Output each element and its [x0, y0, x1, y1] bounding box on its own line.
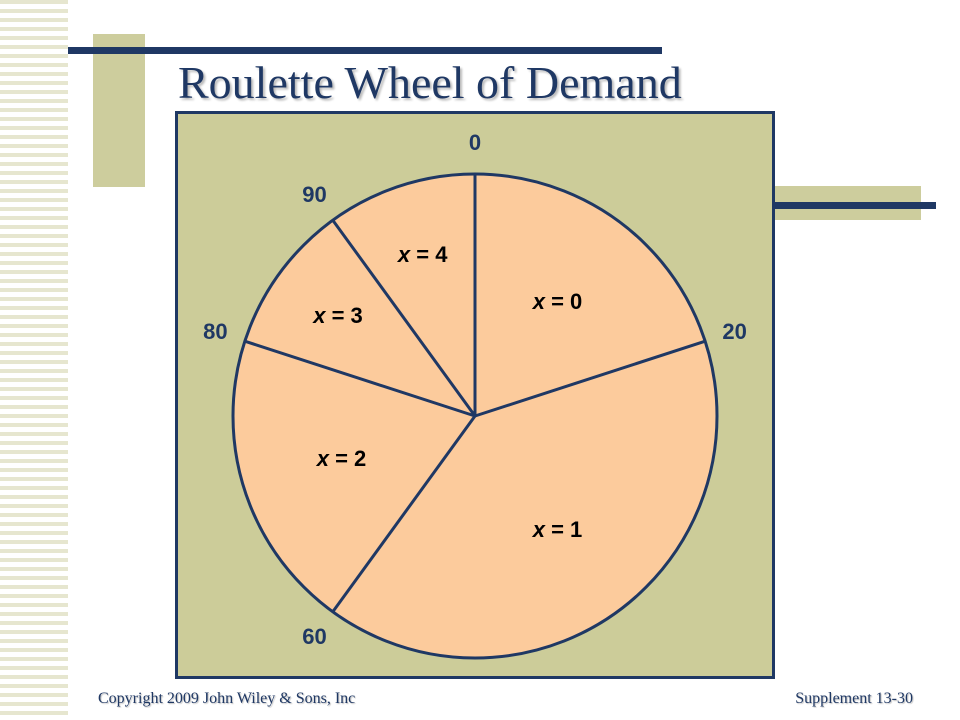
segment-label-2: x = 2 [317, 446, 367, 472]
wheel-spoke-60 [331, 415, 477, 613]
boundary-label-0: 0 [468, 130, 482, 155]
roulette-wheel [231, 172, 719, 660]
boundary-label-80: 80 [203, 318, 228, 344]
wheel-spoke-90 [331, 219, 477, 417]
copyright-footer: Copyright 2009 John Wiley & Sons, Inc [98, 690, 356, 707]
boundary-label-60: 60 [302, 623, 327, 649]
segment-value: = 2 [328, 446, 367, 472]
boundary-label-90: 90 [302, 182, 327, 208]
right-rule [775, 202, 936, 209]
segment-variable: x [397, 241, 411, 267]
segment-value: = 1 [544, 516, 583, 542]
tan-block-decoration-left [93, 34, 145, 187]
title-rule [68, 47, 662, 54]
wheel-spoke-80 [244, 339, 476, 418]
segment-variable: x [532, 289, 545, 315]
segment-variable: x [316, 446, 329, 472]
segment-value: = 0 [544, 289, 583, 315]
segment-label-0: x = 0 [533, 289, 583, 315]
slide-title: Roulette Wheel of Demand [178, 57, 682, 108]
slide-number: Supplement 13-30 [795, 690, 913, 707]
boundary-label-20: 20 [722, 318, 747, 344]
segment-value: = 3 [325, 303, 363, 329]
segment-label-4: x = 4 [398, 242, 448, 268]
segment-label-3: x = 3 [313, 303, 363, 329]
left-stripe-decoration [0, 0, 68, 720]
segment-label-1: x = 1 [533, 517, 583, 543]
segment-variable: x [532, 516, 545, 542]
segment-value: = 4 [410, 241, 448, 267]
wheel-spoke-20 [474, 339, 706, 418]
segment-variable: x [313, 303, 326, 329]
